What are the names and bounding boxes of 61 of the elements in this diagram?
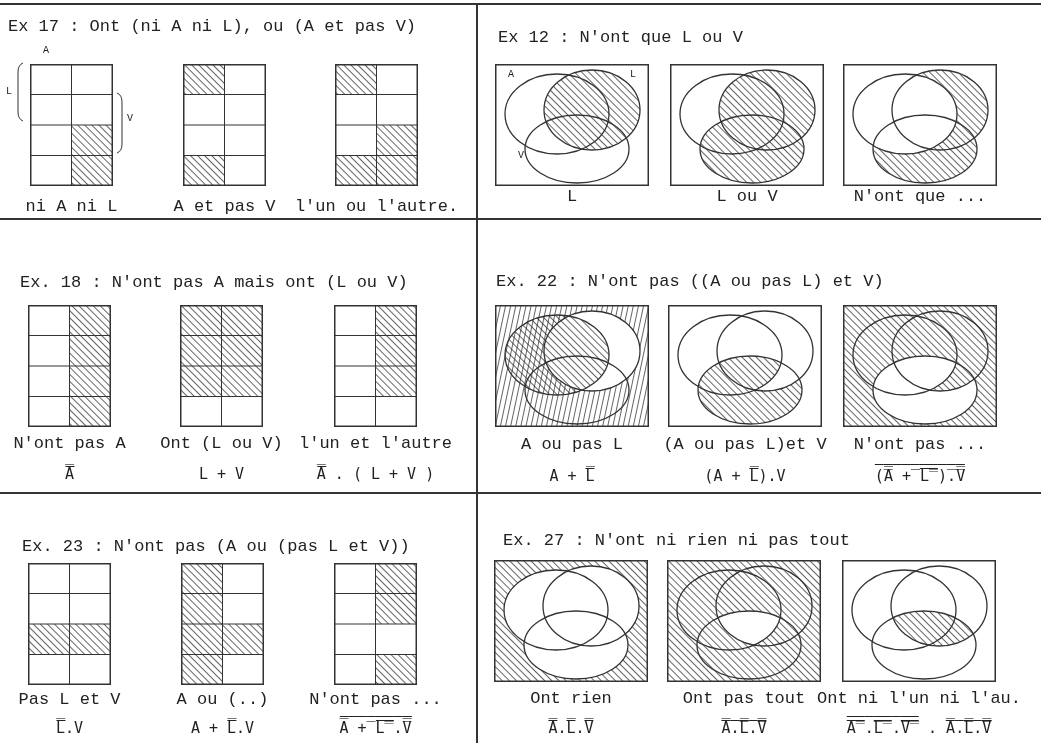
figure-label: ni A ni L xyxy=(25,197,118,217)
figure-label: L ou V xyxy=(716,187,778,207)
formula-label: A + L̅ xyxy=(549,465,595,486)
panel xyxy=(0,3,478,218)
grid-diagram xyxy=(28,563,111,685)
figure-label: A ou (..) xyxy=(176,690,269,710)
grid-diagram xyxy=(30,64,113,186)
venn-diagram xyxy=(495,64,649,186)
figure-label: Ont rien xyxy=(530,689,612,709)
figure-label: A ou pas L xyxy=(521,435,623,455)
formula-label: A̅ . ( L + V ) xyxy=(316,463,435,484)
venn-diagram xyxy=(667,560,821,682)
formula-label: A + L̅.V xyxy=(190,717,255,738)
figure-label: N'ont que ... xyxy=(853,187,987,207)
set-label: A xyxy=(508,69,514,80)
figure-label: Ont (L ou V) xyxy=(160,434,283,454)
panel-title: Ex. 22 : N'ont pas ((A ou pas L) et V) xyxy=(496,272,884,292)
venn-diagram xyxy=(842,560,996,682)
figure-label: Ont ni l'un ni l'au. xyxy=(817,689,1021,709)
panel xyxy=(0,492,478,743)
panel-title: Ex. 23 : N'ont pas (A ou (pas L et V)) xyxy=(22,537,410,557)
venn-diagram xyxy=(670,64,824,186)
figure-label: N'ont pas ... xyxy=(853,435,987,455)
venn-diagram xyxy=(495,305,649,427)
grid-diagram xyxy=(183,64,266,186)
figure-label: N'ont pas ... xyxy=(309,690,442,710)
figure-label: (A ou pas L)et V xyxy=(663,435,827,455)
panel-title: Ex. 27 : N'ont ni rien ni pas tout xyxy=(503,531,850,551)
grid-diagram xyxy=(181,563,264,685)
formula-label: A̅.L̅.V̅ xyxy=(548,717,594,738)
figure-label: L xyxy=(566,187,578,207)
set-label: L xyxy=(6,86,12,97)
panel-title: Ex 12 : N'ont que L ou V xyxy=(498,28,743,48)
panel-title: Ex. 18 : N'ont pas A mais ont (L ou V) xyxy=(20,273,408,293)
venn-diagram xyxy=(843,305,997,427)
figure-label: l'un et l'autre xyxy=(299,434,452,454)
venn-diagram xyxy=(668,305,822,427)
venn-diagram xyxy=(843,64,997,186)
formula-label: A̅.̅L̅.̅V̅ xyxy=(721,717,767,738)
figure-label: Pas L et V xyxy=(18,690,121,710)
set-label: L xyxy=(630,69,636,80)
venn-diagram xyxy=(494,560,648,682)
figure-label: N'ont pas A xyxy=(13,434,126,454)
formula-label: (A + L̅).V xyxy=(704,465,786,486)
grid-diagram xyxy=(28,305,111,427)
set-label: A xyxy=(43,45,49,56)
grid-diagram xyxy=(335,64,418,186)
grid-diagram xyxy=(334,305,417,427)
panel-title: Ex 17 : Ont (ni A ni L), ou (A et pas V) xyxy=(8,17,417,37)
formula-label: A̅ +̅ L̿.̅V̅ xyxy=(339,713,412,738)
panel xyxy=(0,218,478,492)
set-label: V xyxy=(127,113,133,124)
figure-label: A et pas V xyxy=(173,197,276,217)
set-label: V xyxy=(518,150,524,161)
figure-label: Ont pas tout xyxy=(682,689,806,709)
figure-label: l'un ou l'autre. xyxy=(294,197,459,217)
formula-label: L̅.V xyxy=(55,717,84,738)
formula-label: L + V xyxy=(198,464,245,484)
grid-diagram xyxy=(180,305,263,427)
formula-label: A̅ xyxy=(65,463,74,484)
grid-diagram xyxy=(334,563,417,685)
